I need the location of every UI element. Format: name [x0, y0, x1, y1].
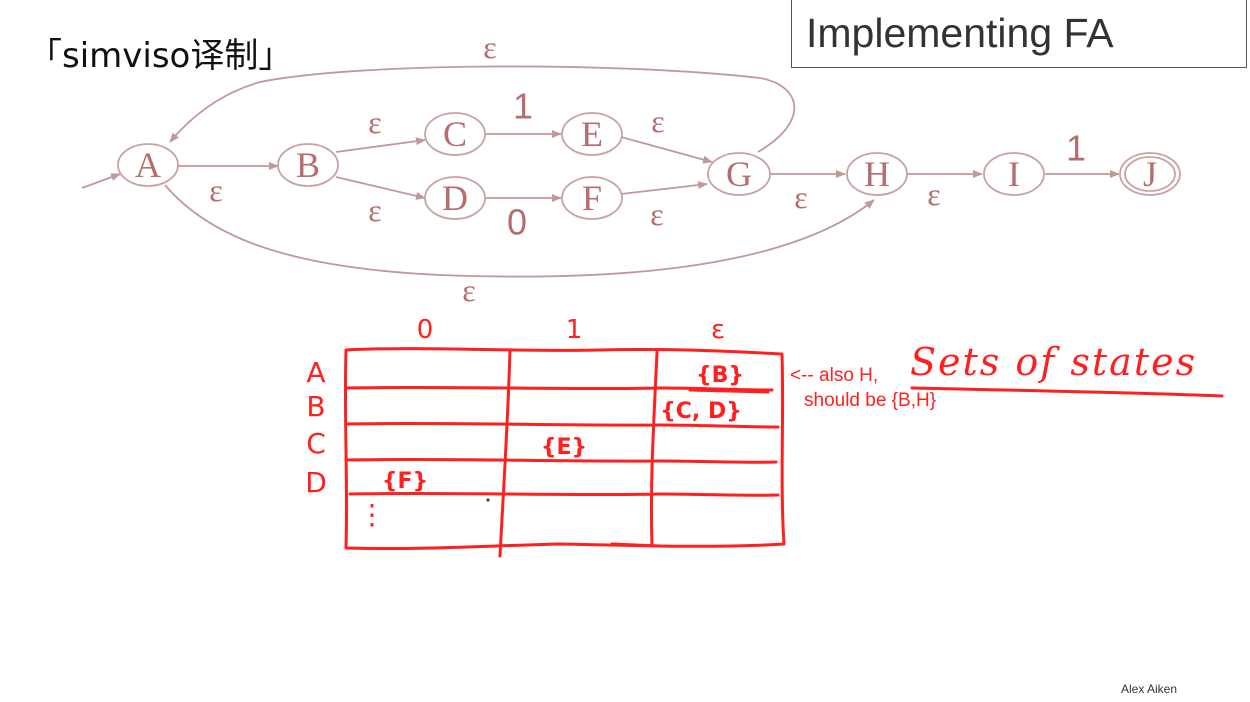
state-g-label: G — [726, 154, 752, 194]
author-credit: Alex Aiken — [1121, 682, 1178, 696]
table-bottom-stroke — [610, 542, 662, 548]
state-d-label: D — [442, 178, 468, 218]
label-c-to-e: 1 — [513, 86, 533, 127]
correction-note-line-1: <-- also H, — [790, 365, 878, 386]
table-border — [343, 347, 786, 551]
state-f: F — [561, 176, 623, 220]
table-row-label-ellipsis: ⋮ — [358, 498, 386, 531]
table-cell-c-one: {E} — [541, 435, 587, 460]
nfa-edges — [81, 65, 1120, 278]
label-f-to-g: ε — [650, 196, 663, 232]
edge-a-to-h — [164, 184, 875, 278]
annotations: <-- also H, should be {B,H} Sets of stat… — [790, 340, 1224, 411]
state-a: A — [117, 143, 179, 187]
start-arrow — [81, 173, 121, 189]
state-j-accepting: J — [1119, 152, 1181, 196]
table-col-divider-2 — [649, 350, 659, 548]
state-g: G — [707, 152, 771, 196]
table-cell-b-eps: {C, D} — [660, 399, 742, 424]
state-d: D — [424, 176, 486, 220]
table-col-divider-1 — [498, 348, 512, 558]
state-i: I — [983, 152, 1045, 196]
table-row-divider-1 — [344, 385, 774, 392]
state-f-label: F — [582, 178, 602, 218]
label-d-to-f: 0 — [507, 202, 527, 243]
slide-title: Implementing FA — [806, 10, 1114, 56]
state-c-label: C — [443, 114, 467, 154]
table-cell-d-zero: {F} — [382, 469, 428, 494]
table-row-divider-2 — [344, 421, 780, 429]
edge-b-to-c — [335, 137, 426, 153]
label-g-to-h: ε — [794, 179, 807, 215]
state-b-label: B — [296, 145, 320, 185]
state-a-label: A — [135, 145, 161, 185]
label-e-to-g: ε — [651, 103, 664, 139]
state-i-label: I — [1008, 154, 1020, 194]
label-b-to-d: ε — [368, 192, 381, 228]
table-col-header-eps: ε — [711, 315, 725, 345]
table-row-label-b: B — [306, 390, 325, 423]
edge-f-to-g — [620, 181, 708, 195]
edge-b-to-d — [335, 176, 426, 200]
correction-note-line-2: should be {B,H} — [804, 390, 936, 411]
table-col-header-0: 0 — [417, 315, 434, 345]
state-b: B — [277, 143, 339, 187]
watermark-text: 「simviso译制」 — [28, 36, 293, 76]
handwritten-underline — [910, 386, 1224, 398]
handwritten-sets-of-states: Sets of states — [910, 340, 1197, 384]
label-a-to-b: ε — [209, 172, 222, 208]
state-c: C — [424, 112, 486, 156]
label-i-to-j: 1 — [1066, 128, 1086, 169]
state-e-label: E — [581, 114, 603, 154]
label-h-to-i: ε — [927, 176, 940, 212]
label-b-to-c: ε — [368, 104, 381, 140]
state-e: E — [561, 112, 623, 156]
slide-title-box: Implementing FA — [791, 0, 1247, 68]
table-row-label-a: A — [306, 356, 325, 389]
nfa-edge-labels: ε ε ε ε 1 0 ε ε ε ε 1 ε — [209, 29, 1086, 308]
state-h-label: H — [864, 154, 890, 194]
table-row-label-c: C — [306, 427, 326, 460]
stray-dot — [486, 498, 490, 502]
edge-g-to-a — [169, 65, 796, 153]
label-a-to-h: ε — [462, 272, 475, 308]
table-row-divider-4 — [348, 491, 780, 497]
label-g-to-a: ε — [483, 29, 496, 65]
state-h: H — [846, 152, 908, 196]
state-j-label: J — [1143, 154, 1157, 194]
table-cell-a-eps-underline — [688, 388, 770, 394]
table-row-divider-3 — [344, 457, 778, 464]
edge-e-to-g — [620, 136, 713, 164]
table-cell-a-eps: {B} — [696, 363, 744, 388]
transition-table: 0 1 ε A B C D ⋮ {B} {C, D} {E} {F} — [305, 315, 786, 558]
table-row-label-d: D — [305, 466, 327, 499]
nfa-states: A B C D E F G H — [117, 112, 1181, 220]
table-col-header-1: 1 — [566, 315, 583, 345]
